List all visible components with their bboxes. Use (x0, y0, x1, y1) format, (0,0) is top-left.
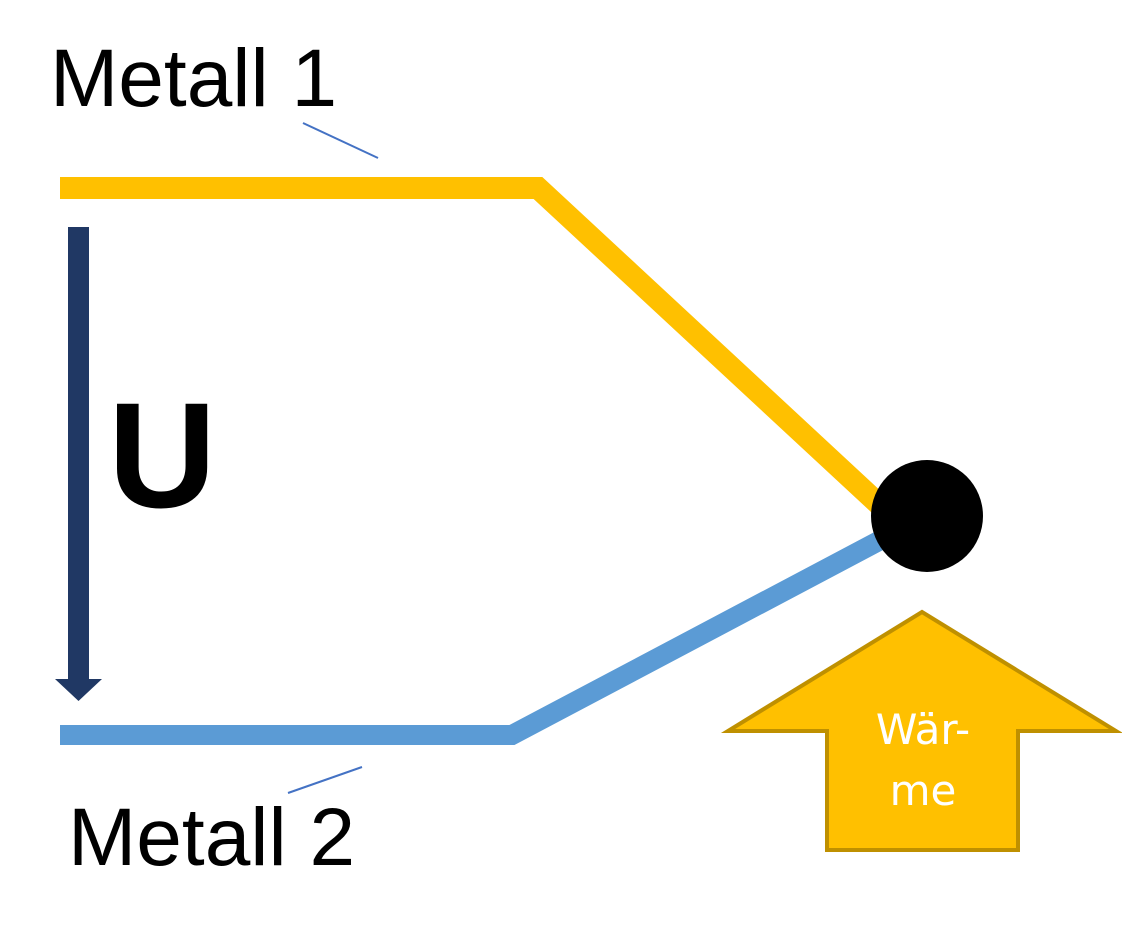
voltage-arrow-shaft (68, 227, 89, 681)
heat-label-line-1: Wär- (875, 705, 971, 754)
metal-2-label: Metall 2 (68, 792, 356, 883)
voltage-label: U (108, 371, 217, 539)
voltage-arrow-head (55, 679, 102, 701)
junction-dot (871, 460, 983, 572)
metal-1-label: Metall 1 (50, 33, 338, 124)
metal-2-leader-line (287, 766, 363, 794)
metal-2-wire (60, 507, 931, 745)
heat-label: Wär- me (826, 700, 1020, 822)
heat-arrow (720, 609, 1122, 852)
metal-1-leader-line (302, 122, 379, 159)
metal-1-wire (60, 177, 934, 557)
heat-label-line-2: me (889, 765, 957, 815)
